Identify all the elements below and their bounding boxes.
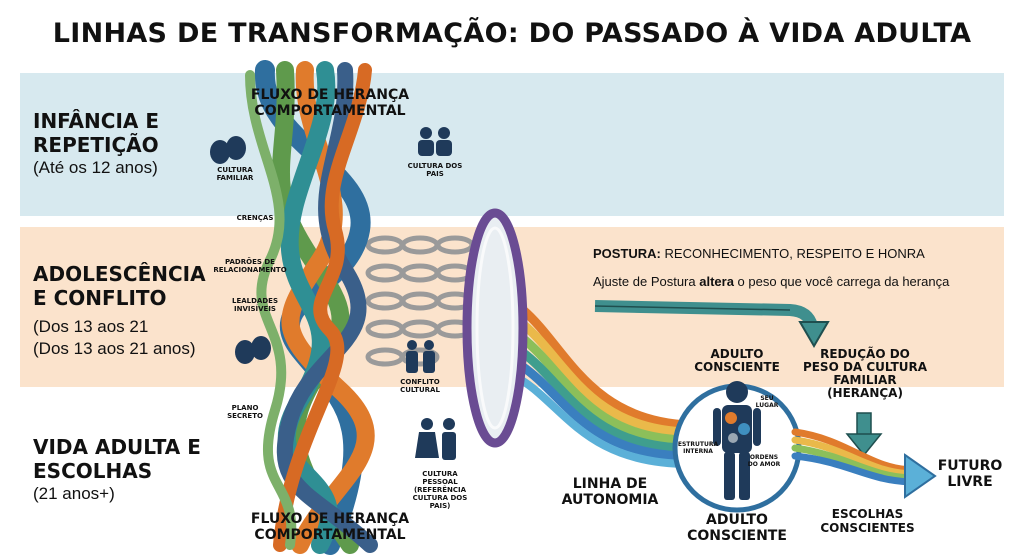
futuro-1: FUTURO	[937, 458, 1003, 474]
label-plano-secreto: PLANO SECRETO	[210, 404, 280, 420]
label-crencas: CRENÇAS	[236, 214, 274, 222]
free-future-label: FUTURO LIVRE	[930, 458, 1010, 490]
label-padroes-1: PADRÕES DE	[225, 258, 275, 266]
label-cultura-pessoal: CULTURA PESSOAL (REFERÊNCIA CULTURA DOS …	[400, 470, 480, 510]
braid-bottom-label-1: FLUXO DE HERANÇA	[250, 511, 410, 527]
braid-top-label: FLUXO DE HERANÇA COMPORTAMENTAL	[240, 87, 420, 119]
label-cultura-familiar: CULTURA FAMILIAR	[205, 166, 265, 182]
label-cultura-pessoal-5: PAIS)	[429, 502, 451, 510]
braid-top-label-1: FLUXO DE HERANÇA	[250, 87, 410, 103]
stage-adolescence-age-2: (Dos 13 aos 21 anos)	[33, 339, 196, 358]
adult-top-label: ADULTO CONSCIENTE	[672, 348, 802, 374]
label-cultura-pessoal-3: (REFERÊNCIA	[413, 486, 467, 494]
future-arrowhead	[904, 453, 937, 499]
stage-adult: VIDA ADULTA E ESCOLHAS (21 anos+)	[33, 435, 201, 505]
stage-adolescence-title-1: ADOLESCÊNCIA	[33, 262, 206, 286]
conscious-choices-label: ESCOLHAS CONSCIENTES	[810, 507, 925, 535]
couple-icon	[406, 340, 435, 373]
page-title: LINHAS DE TRANSFORMAÇÃO: DO PASSADO À VI…	[52, 18, 972, 49]
label-cultura-pais: CULTURA DOS PAIS	[400, 162, 470, 178]
adult-bottom-label: ADULTO CONSCIENTE	[662, 512, 812, 544]
label-cultura-pais-2: PAIS	[426, 170, 444, 178]
theatre-masks-icon-1	[210, 136, 246, 164]
label-conflito-2: CULTURAL	[400, 386, 440, 394]
braid-bottom-label: FLUXO DE HERANÇA COMPORTAMENTAL	[230, 511, 430, 543]
adult-top-2: CONSCIENTE	[694, 360, 780, 374]
posture-value: RECONHECIMENTO, RESPEITO E HONRA	[664, 246, 925, 261]
label-padroes-2: RELACIONAMENTO	[213, 266, 287, 274]
chain-links	[365, 235, 475, 367]
reduction-2: PESO DA CULTURA	[802, 360, 928, 374]
label-plano-1: PLANO	[231, 404, 259, 412]
label-conflito-cultural: CONFLITO CULTURAL	[388, 378, 452, 394]
posture-line: POSTURA: RECONHECIMENTO, RESPEITO E HONR…	[593, 246, 925, 261]
reduction-3: FAMILIAR	[833, 373, 897, 387]
futuro-2: LIVRE	[947, 474, 993, 490]
label-ordens-amor: ORDENS DO AMOR	[744, 454, 784, 468]
seu-lugar-1: SEU	[760, 395, 774, 402]
label-cultura-pais-1: CULTURA DOS	[407, 162, 463, 170]
stage-adult-title-2: ESCOLHAS	[33, 459, 153, 483]
label-conflito-1: CONFLITO	[400, 378, 440, 386]
personal-couple-icon	[415, 418, 456, 460]
adult-bottom-1: ADULTO	[706, 512, 768, 528]
label-estrutura-interna: ESTRUTURA INTERNA	[676, 441, 720, 455]
posture-adjust-bold: altera	[699, 274, 734, 289]
braid-top-label-2: COMPORTAMENTAL	[254, 103, 406, 119]
estrutura-1: ESTRUTURA	[677, 441, 719, 448]
label-lealdades-1: LEALDADES	[232, 297, 278, 305]
reduction-label: REDUÇÃO DO PESO DA CULTURA FAMILIAR (HER…	[795, 348, 935, 400]
label-cultura-familiar-2: FAMILIAR	[216, 174, 254, 182]
ordens-2: DO AMOR	[747, 461, 781, 468]
posture-adjust-post: o peso que você carrega da herança	[733, 274, 950, 289]
reduction-4: (HERANÇA)	[827, 386, 903, 400]
stage-childhood-title-1: INFÂNCIA E	[33, 109, 159, 133]
stage-adult-age: (21 anos+)	[33, 484, 115, 503]
theatre-masks-icon-2	[235, 336, 271, 364]
stage-adolescence-age-1: (Dos 13 aos 21	[33, 317, 149, 336]
seu-lugar-2: LUGAR	[755, 402, 779, 409]
posture-adjust-pre: Ajuste de Postura	[593, 274, 700, 289]
posture-arrow	[594, 300, 818, 328]
label-padroes: PADRÕES DE RELACIONAMENTO	[200, 258, 300, 274]
stage-childhood: INFÂNCIA E REPETIÇÃO (Até os 12 anos)	[33, 109, 159, 179]
estrutura-2: INTERNA	[683, 448, 713, 455]
stage-adolescence-title-2: E CONFLITO	[33, 286, 167, 310]
autonomy-2: AUTONOMIA	[561, 492, 659, 508]
stage-childhood-age: (Até os 12 anos)	[33, 158, 158, 177]
inheritance-braid	[245, 60, 378, 555]
ordens-1: ORDENS	[749, 454, 779, 461]
label-cultura-pessoal-2: PESSOAL	[422, 478, 458, 486]
label-lealdades-2: INVISÍVEIS	[234, 305, 276, 313]
adult-bottom-2: CONSCIENTE	[687, 528, 787, 544]
transformation-lens	[462, 208, 528, 448]
reduction-1: REDUÇÃO DO	[820, 347, 910, 361]
label-plano-2: SECRETO	[227, 412, 263, 420]
label-seu-lugar: SEU LUGAR	[752, 395, 782, 409]
parents-icon	[418, 127, 452, 156]
escolhas-2: CONSCIENTES	[820, 521, 915, 535]
stage-adult-title-1: VIDA ADULTA E	[33, 435, 201, 459]
stage-adolescence: ADOLESCÊNCIA E CONFLITO (Dos 13 aos 21 (…	[33, 262, 206, 360]
escolhas-1: ESCOLHAS	[831, 507, 904, 521]
label-cultura-pessoal-4: CULTURA DOS	[412, 494, 468, 502]
autonomy-1: LINHA DE	[572, 476, 648, 492]
adult-top-1: ADULTO	[710, 347, 764, 361]
posture-adjust-line: Ajuste de Postura altera o peso que você…	[593, 274, 949, 289]
autonomy-line-label: LINHA DE AUTONOMIA	[555, 476, 665, 508]
braid-bottom-label-2: COMPORTAMENTAL	[254, 527, 406, 543]
label-cultura-pessoal-1: CULTURA	[422, 470, 458, 478]
label-lealdades: LEALDADES INVISÍVEIS	[215, 297, 295, 313]
childhood-band	[20, 73, 1004, 216]
posture-label: POSTURA:	[593, 246, 661, 261]
label-cultura-familiar-1: CULTURA	[217, 166, 253, 174]
stage-childhood-title-2: REPETIÇÃO	[33, 133, 159, 157]
future-flow	[791, 428, 919, 486]
